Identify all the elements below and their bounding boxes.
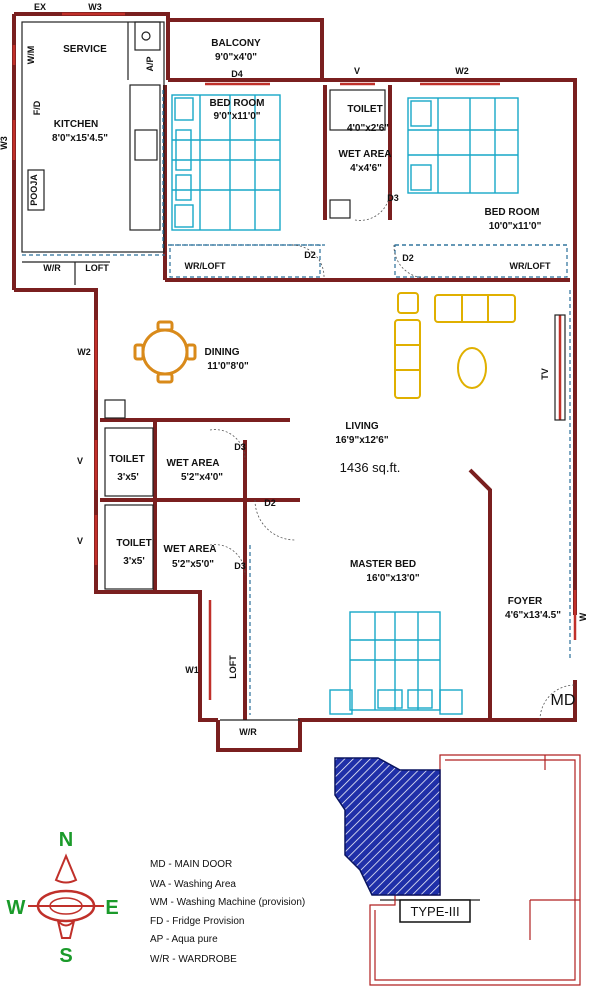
loft-vert-mark: LOFT xyxy=(228,655,238,679)
bed1-label: BED ROOM xyxy=(210,98,265,109)
legend: MD - MAIN DOOR WA - Washing Area WM - Wa… xyxy=(150,859,305,965)
dining-label: DINING xyxy=(205,347,240,358)
kitchen-label: KITCHEN xyxy=(54,119,98,130)
bed-room-2-bed xyxy=(407,97,519,194)
d3-low-mark: D3 xyxy=(234,561,246,571)
wr-loft2-mark: WR/LOFT xyxy=(510,261,551,271)
bed-room-1-bed xyxy=(171,94,281,231)
w3-left-mark: W3 xyxy=(0,136,9,150)
master-bed xyxy=(329,611,463,715)
wet-top-label: WET AREA xyxy=(339,149,392,160)
service-label: SERVICE xyxy=(63,44,107,55)
door-swings xyxy=(209,189,576,721)
tv-mark: TV xyxy=(540,368,550,380)
legend-item: WA - Washing Area xyxy=(150,879,236,890)
legend-item: FD - Fridge Provision xyxy=(150,916,244,927)
compass-w: W xyxy=(7,897,26,919)
wet-mid-label: WET AREA xyxy=(167,458,220,469)
legend-item: AP - Aqua pure xyxy=(150,934,218,945)
dining-table xyxy=(133,320,197,384)
master-label: MASTER BED xyxy=(350,559,416,570)
toilet-mid-label: TOILET xyxy=(109,454,144,465)
w2-left-mark: W2 xyxy=(77,347,91,357)
balcony-label: BALCONY xyxy=(211,38,261,49)
wr-loft1-mark: WR/LOFT xyxy=(185,261,226,271)
walls xyxy=(12,12,577,752)
v2-mark: V xyxy=(77,456,83,466)
d2-mid-mark: D2 xyxy=(264,498,276,508)
foyer-label: FOYER xyxy=(508,596,543,607)
pooja-mark: POOJA xyxy=(29,174,39,206)
ex-mark: EX xyxy=(34,2,46,12)
w3-top-mark: W3 xyxy=(88,2,102,12)
compass-n: N xyxy=(59,829,73,851)
dashed-boundaries xyxy=(22,90,571,715)
type-iii-block xyxy=(334,757,441,896)
v3-mark: V xyxy=(77,536,83,546)
toilet-low-dim: 3'x5' xyxy=(123,556,144,567)
inner-lines xyxy=(21,21,480,901)
master-dim: 16'0"x13'0" xyxy=(366,573,419,584)
windows xyxy=(12,12,577,700)
balcony-dim: 9'0"x4'0" xyxy=(215,52,257,63)
d4-mark: D4 xyxy=(231,69,243,79)
d3-top-mark: D3 xyxy=(387,193,399,203)
type-label: TYPE-III xyxy=(410,904,459,919)
foyer-dim: 4'6"x13'4.5" xyxy=(505,610,561,621)
wm-mark: W/M xyxy=(26,46,36,65)
wet-low-dim: 5'2"x5'0" xyxy=(172,559,214,570)
compass-e: E xyxy=(105,897,118,919)
wet-top-dim: 4'x4'6" xyxy=(350,163,382,174)
d2-right-mark: D2 xyxy=(402,253,414,263)
area-label: 1436 sq.ft. xyxy=(340,460,401,475)
bed1-dim: 9'0"x11'0" xyxy=(213,111,260,122)
w-right-mark: W xyxy=(578,612,588,621)
w2-top-mark: W2 xyxy=(455,66,469,76)
toilet-mid-dim: 3'x5' xyxy=(117,472,138,483)
ap-mark: A/P xyxy=(145,56,155,71)
legend-item: WM - Washing Machine (provision) xyxy=(150,897,305,908)
fd-mark: F/D xyxy=(32,100,42,115)
kitchen-dim: 8'0"x15'4.5" xyxy=(52,133,108,144)
site-plan: TYPE-III xyxy=(334,754,581,986)
bed2-dim: 10'0"x11'0" xyxy=(489,221,542,232)
living-label: LIVING xyxy=(345,421,379,432)
legend-item: MD - MAIN DOOR xyxy=(150,859,232,870)
wr-small-mark: W/R xyxy=(43,263,61,273)
compass: N S W E xyxy=(7,829,119,967)
md-mark: MD xyxy=(551,692,576,709)
toilet-top-dim: 4'0"x2'6" xyxy=(347,123,389,134)
wet-mid-dim: 5'2"x4'0" xyxy=(181,472,223,483)
marks: EX W3 W3 W/M A/P F/D POOJA D4 V W2 D3 D2… xyxy=(0,2,588,737)
living-dim: 16'9"x12'6" xyxy=(335,435,388,446)
dining-dim: 11'0"8'0" xyxy=(207,361,249,372)
sofa-set xyxy=(394,292,516,399)
tv-unit xyxy=(554,314,566,421)
toilet-top-label: TOILET xyxy=(347,104,382,115)
v1-mark: V xyxy=(354,66,360,76)
wet-low-label: WET AREA xyxy=(164,544,217,555)
d3-mid-mark: D3 xyxy=(234,442,246,452)
legend-item: W/R - WARDROBE xyxy=(150,954,237,965)
bed2-label: BED ROOM xyxy=(485,207,540,218)
wr-bottom-mark: W/R xyxy=(239,727,257,737)
room-labels: SERVICE BALCONY 9'0"x4'0" KITCHEN 8'0"x1… xyxy=(52,38,561,621)
toilet-low-label: TOILET xyxy=(116,538,151,549)
compass-s: S xyxy=(59,945,72,967)
loft-small-mark: LOFT xyxy=(85,263,109,273)
w1-mark: W1 xyxy=(185,665,199,675)
d2-left-mark: D2 xyxy=(304,250,316,260)
